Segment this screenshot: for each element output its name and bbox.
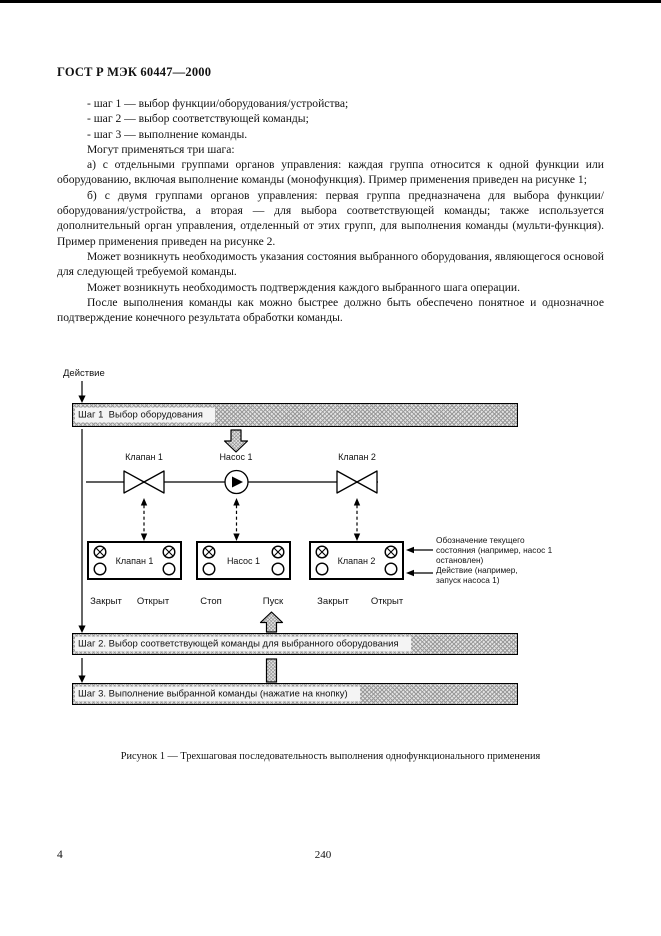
block-arrow-up-icon <box>259 611 284 633</box>
dashed-link-arrows-icon <box>143 505 358 535</box>
panel-title: Клапан 1 <box>115 555 154 566</box>
valve2-icon <box>336 470 378 494</box>
page-number: 4 <box>57 849 63 861</box>
state-label-closed: Закрыт <box>317 596 349 607</box>
state-lamp-icon <box>93 545 107 559</box>
step2-bar: Шаг 2. Выбор соответствующей команды для… <box>72 633 518 655</box>
action-button-icon <box>162 562 176 576</box>
action-button-icon <box>93 562 107 576</box>
callout-arrowheads-icon <box>406 546 414 577</box>
state-label-open: Открыт <box>370 596 404 607</box>
paragraph-option-b: б) с двумя группами органов управления: … <box>57 188 604 248</box>
standard-number-header: ГОСТ Р МЭК 60447—2000 <box>57 65 212 79</box>
paragraph: Могут применяться три шага: <box>87 142 235 156</box>
action-button-icon <box>384 562 398 576</box>
list-item-step3: - шаг 3 — выполнение команды. <box>87 127 248 141</box>
state-label-open: Открыт <box>136 596 170 607</box>
scan-edge-artifact <box>0 0 661 3</box>
valve2-label: Клапан 2 <box>338 452 376 462</box>
pump-icon <box>224 469 249 495</box>
paragraph: Может возникнуть необходимость подтвержд… <box>87 280 521 294</box>
action-button-icon <box>315 562 329 576</box>
callout-current-state: Обозначение текущего состояния (например… <box>436 535 553 565</box>
panel-title: Клапан 2 <box>337 555 376 566</box>
figure-caption: Рисунок 1 — Трехшаговая последовательнос… <box>120 751 541 762</box>
state-label-closed: Закрыт <box>90 596 122 607</box>
dashed-link-arrowheads-icon <box>140 498 361 541</box>
callout-action: Действие (например, запуск насоса 1) <box>436 565 518 585</box>
step1-bar: Шаг 1 Выбор оборудования <box>72 403 518 427</box>
block-connector-icon <box>265 658 278 683</box>
paragraph: Может возникнуть необходимость указания … <box>57 249 604 279</box>
state-lamp-icon <box>162 545 176 559</box>
action-button-icon <box>271 562 285 576</box>
valve1-icon <box>123 470 165 494</box>
step1-bar-label: Шаг 1 Выбор оборудования <box>75 407 215 423</box>
list-item-step1: - шаг 1 — выбор функции/оборудования/уст… <box>87 97 349 110</box>
pump1-label: Насос 1 <box>219 452 253 462</box>
state-lamp-icon <box>202 545 216 559</box>
state-label-stop: Стоп <box>200 596 222 607</box>
state-lamp-icon <box>384 545 398 559</box>
control-panel-valve2: Клапан 2 <box>309 541 404 580</box>
control-panel-valve1: Клапан 1 <box>87 541 182 580</box>
callout-arrows-icon <box>413 549 433 574</box>
action-label: Действие <box>63 368 105 379</box>
step2-bar-label: Шаг 2. Выбор соответствующей команды для… <box>75 636 411 652</box>
control-panel-pump1: Насос 1 <box>196 541 291 580</box>
block-arrow-down-icon <box>223 429 249 453</box>
valve1-label: Клапан 1 <box>125 452 163 462</box>
footer-center-number: 240 <box>314 849 332 861</box>
panel-title: Насос 1 <box>226 555 261 566</box>
state-lamp-icon <box>315 545 329 559</box>
body-text: - шаг 1 — выбор функции/оборудования/уст… <box>57 96 604 325</box>
list-item-step2: - шаг 2 — выбор соответствующей команды; <box>87 112 309 126</box>
paragraph: После выполнения команды как можно быстр… <box>57 295 604 325</box>
step3-bar: Шаг 3. Выполнение выбранной команды (наж… <box>72 683 518 705</box>
action-button-icon <box>202 562 216 576</box>
step3-bar-label: Шаг 3. Выполнение выбранной команды (наж… <box>75 686 360 702</box>
state-lamp-icon <box>271 545 285 559</box>
state-label-start: Пуск <box>262 596 284 607</box>
paragraph-option-a: а) с отдельными группами органов управле… <box>57 158 604 187</box>
